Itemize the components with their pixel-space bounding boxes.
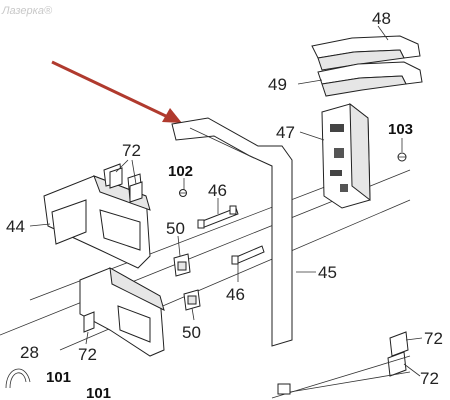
bracket-49 xyxy=(317,61,423,97)
spring-28 xyxy=(5,368,31,389)
callout-46-upper: 46 xyxy=(208,181,227,200)
callout-44: 44 xyxy=(6,217,25,236)
callout-72-right-lower: 72 xyxy=(420,369,439,388)
connector-46-lower xyxy=(231,245,265,265)
sensor-50-lower xyxy=(183,289,201,311)
watermark-text: Лазерка® xyxy=(1,5,53,17)
callout-72-lower: 72 xyxy=(78,345,97,364)
callout-103: 103 xyxy=(388,121,413,138)
callout-28: 28 xyxy=(20,343,39,362)
pcb-board-47 xyxy=(321,102,371,209)
red-pointer-arrow xyxy=(51,60,182,123)
callout-72-top: 72 xyxy=(122,141,141,160)
bracket-48 xyxy=(311,35,421,71)
clip-72-top xyxy=(109,167,143,203)
connector-46-upper xyxy=(197,205,239,229)
flat-cable-45 xyxy=(171,117,293,347)
callout-101-a: 101 xyxy=(46,369,71,386)
frame-assembly-44 xyxy=(43,163,165,357)
callout-46-lower: 46 xyxy=(226,285,245,304)
clip-72-bottom-right xyxy=(271,331,411,399)
leader-lines xyxy=(29,25,423,377)
callout-50-upper: 50 xyxy=(166,219,185,238)
screw-103 xyxy=(397,152,407,162)
callout-50-lower: 50 xyxy=(182,323,201,342)
callout-47: 47 xyxy=(276,123,295,142)
clip-72-lower xyxy=(83,311,95,333)
screw-102 xyxy=(179,189,187,197)
callout-49: 49 xyxy=(268,75,287,94)
callout-45: 45 xyxy=(318,263,337,282)
callout-102: 102 xyxy=(168,163,193,180)
sensor-50-upper xyxy=(173,253,191,277)
callout-101-b: 101 xyxy=(86,385,111,400)
callout-48: 48 xyxy=(372,9,391,28)
callout-72-right-upper: 72 xyxy=(424,329,443,348)
